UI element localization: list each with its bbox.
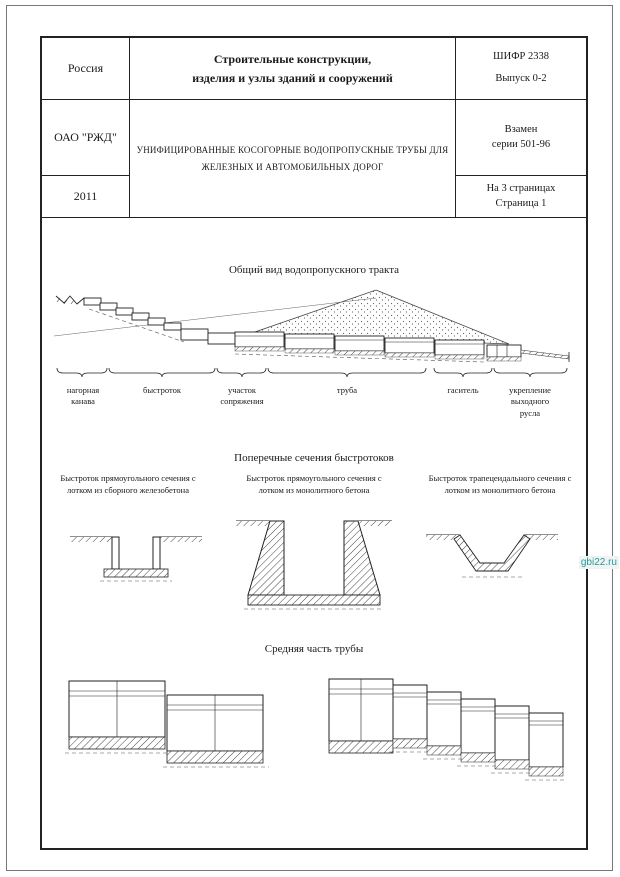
dissipator-shape xyxy=(486,344,522,362)
general-view-drawing xyxy=(54,289,570,378)
middle-part-drawings xyxy=(42,667,586,787)
year-label: 2011 xyxy=(73,189,98,203)
drawing-area: Общий вид водопропускного тракта xyxy=(42,218,586,848)
middle-part-title: Средняя часть трубы xyxy=(264,642,364,655)
series-title: Строительные конструкции, изделия и узлы… xyxy=(192,51,393,85)
caption-precast-rectangular: Быстроток прямоугольного сечения с лотко… xyxy=(60,473,196,496)
pages-line1: На 3 страницах xyxy=(486,182,556,194)
transition-section-shape xyxy=(180,328,236,345)
pages-cell: На 3 страницах Страница 1 xyxy=(456,176,586,218)
country-cell: Россия xyxy=(42,38,130,100)
cipher-label: ШИФР 2338 xyxy=(493,51,549,63)
label-braces xyxy=(56,367,568,378)
title-block: Россия Строительные конструкции, изделия… xyxy=(42,38,586,218)
replaces-cell: Взамен серии 501-96 xyxy=(456,100,586,176)
middle-part-large-sections-drawing xyxy=(65,680,269,767)
cross-section-captions: Быстроток прямоугольного сечения с лотко… xyxy=(42,472,586,497)
general-view-block: нагорная канава быстроток участок сопряж… xyxy=(54,284,574,428)
cross-section-precast-rectangular-drawing xyxy=(70,536,202,581)
upland-ditch-shape xyxy=(55,295,85,305)
cross-sections-title: Поперечные сечения быстротоков xyxy=(234,452,394,464)
label-upland-ditch: нагорная канава xyxy=(66,385,100,407)
label-transition-section: участок сопряжения xyxy=(220,385,264,407)
label-dissipator: гаситель xyxy=(447,385,479,395)
general-view-labels: нагорная канава быстроток участок сопряж… xyxy=(54,384,574,428)
outlet-strengthening-shape xyxy=(520,349,570,362)
pages-line2: Страница 1 xyxy=(495,197,547,209)
drawing-frame: Россия Строительные конструкции, изделия… xyxy=(40,36,588,850)
replaces-line1: Взамен xyxy=(504,123,538,135)
page-border xyxy=(6,5,613,871)
issue-label: Выпуск 0-2 xyxy=(495,73,547,84)
cross-section-monolithic-rectangular-drawing xyxy=(236,520,392,609)
label-pipe: труба xyxy=(336,385,358,395)
cipher-cell: ШИФР 2338 Выпуск 0-2 xyxy=(456,38,586,100)
organization-label: ОАО "РЖД" xyxy=(54,130,117,144)
label-outlet-strengthening: укрепление выходного русла xyxy=(509,385,551,418)
organization-cell: ОАО "РЖД" xyxy=(42,100,130,176)
cross-section-drawings xyxy=(42,507,586,617)
culvert-barrel-shape xyxy=(234,331,485,363)
year-cell: 2011 xyxy=(42,176,130,218)
document-title: УНИФИЦИРОВАННЫЕ КОСОГОРНЫЕ ВОДОПРОПУСКНЫ… xyxy=(136,145,449,172)
cross-section-trapezoidal-drawing xyxy=(426,534,558,577)
chute-steps-shape xyxy=(83,297,185,343)
caption-monolithic-rectangular: Быстроток прямоугольного сечения с лотко… xyxy=(246,473,382,496)
series-title-cell: Строительные конструкции, изделия и узлы… xyxy=(130,38,456,100)
country-label: Россия xyxy=(67,61,104,75)
replaces-line2: серии 501-96 xyxy=(491,138,551,150)
document-title-cell: УНИФИЦИРОВАННЫЕ КОСОГОРНЫЕ ВОДОПРОПУСКНЫ… xyxy=(130,100,456,218)
middle-part-stepped-sections-drawing xyxy=(328,678,567,780)
watermark: gbi22.ru xyxy=(578,556,619,569)
caption-monolithic-trapezoidal: Быстроток трапецеидального сечения с лот… xyxy=(428,473,572,496)
label-chute: быстроток xyxy=(143,385,181,395)
general-view-title: Общий вид водопропускного тракта xyxy=(228,264,400,276)
